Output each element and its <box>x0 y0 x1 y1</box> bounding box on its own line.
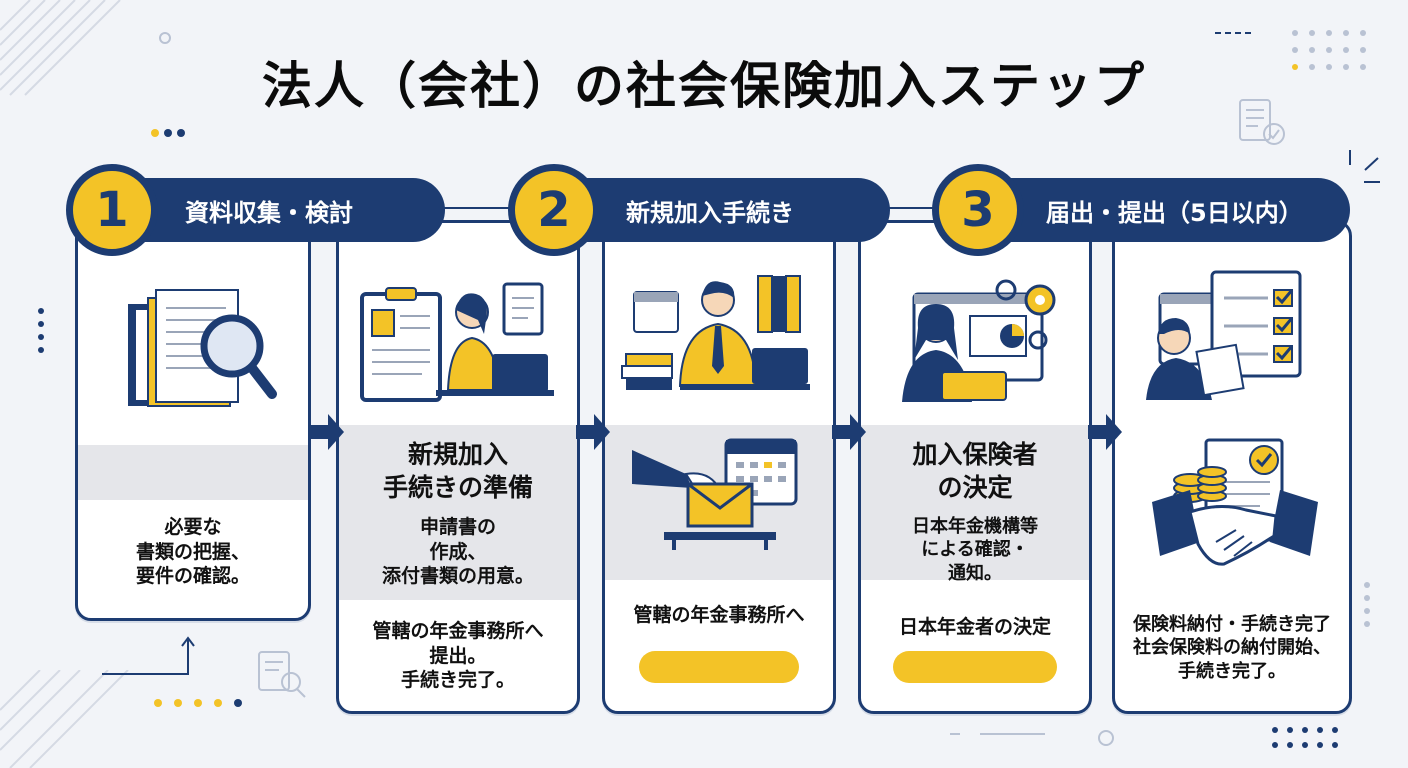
page-title: 法人（会社）の社会保険加入ステップ <box>262 57 1146 115</box>
card-footer-text: 保険料納付・手続き完了 社会保険料の納付開始、 手続き完了。 <box>1133 614 1331 682</box>
step-pill-3: 届出・提出（5日以内） <box>970 178 1350 242</box>
step-pill-2: 新規加入手続き <box>550 178 890 242</box>
step-number-badge: 1 <box>66 164 158 256</box>
card-footer-text: 管轄の年金事務所へ <box>633 604 805 626</box>
dots-decoration <box>151 129 185 137</box>
card-footer-text: 日本年金者の決定 <box>898 616 1051 638</box>
woman-laptop-gears-icon <box>902 279 1056 402</box>
pill-connector <box>888 207 938 209</box>
pill-connector <box>440 207 520 209</box>
clipboard-woman-laptop-icon <box>360 282 554 402</box>
dots-column-decoration <box>38 308 44 353</box>
flow-arrow <box>1088 414 1122 450</box>
card-body-text: 日本年金機構等 による確認・ 通知。 <box>912 516 1038 584</box>
man-desk-laptop-icon <box>621 275 810 390</box>
sparkle-decoration <box>1349 150 1380 183</box>
dash-lines-decoration <box>950 733 1045 735</box>
checklist-man-icon <box>1146 270 1302 400</box>
flow-arrow <box>310 414 344 450</box>
corner-arrow-decoration <box>102 636 195 675</box>
dots-column-decoration <box>1364 582 1370 627</box>
card-highlight-bar <box>893 651 1057 683</box>
step-label: 届出・提出（5日以内） <box>1046 198 1303 227</box>
card-band <box>339 425 577 600</box>
card-heading: 新規加入 手続きの準備 <box>382 440 533 502</box>
diagonal-lines-decoration <box>0 670 129 768</box>
documents-magnifier-icon <box>128 289 277 407</box>
card-footer-text: 管轄の年金事務所へ 提出。 手続き完了。 <box>372 620 544 692</box>
card-band <box>78 445 308 500</box>
dots-grid-decoration <box>1272 727 1338 748</box>
document-check-icon <box>1239 99 1285 145</box>
flow-arrow <box>576 414 610 450</box>
step-label: 資料収集・検討 <box>185 198 353 227</box>
calendar-envelope-icon <box>632 438 798 550</box>
flow-arrow <box>832 414 866 450</box>
dash-lines-decoration <box>1215 32 1251 34</box>
card-body-text: 必要な 書類の把握、 要件の確認。 <box>135 516 250 588</box>
card-highlight-bar <box>639 651 799 683</box>
step-label: 新規加入手続き <box>626 198 794 227</box>
card-body-text: 申請書の 作成、 添付書類の用意。 <box>381 516 534 588</box>
handshake-coins-icon <box>1152 438 1318 566</box>
step-number-badge: 3 <box>932 164 1024 256</box>
dots-grid-decoration <box>1292 30 1366 70</box>
card-band <box>861 425 1089 580</box>
ring-decoration <box>159 32 171 44</box>
ring-decoration <box>1098 730 1114 746</box>
diagonal-lines-decoration <box>0 0 121 96</box>
step-card-1: 必要な 書類の把握、 要件の確認。 <box>75 220 311 621</box>
step-number-badge: 2 <box>508 164 600 256</box>
step-pill-1: 資料収集・検討 <box>105 178 445 242</box>
dots-decoration <box>154 699 242 707</box>
card-heading: 加入保険者 の決定 <box>912 440 1038 502</box>
document-search-icon <box>258 651 306 698</box>
